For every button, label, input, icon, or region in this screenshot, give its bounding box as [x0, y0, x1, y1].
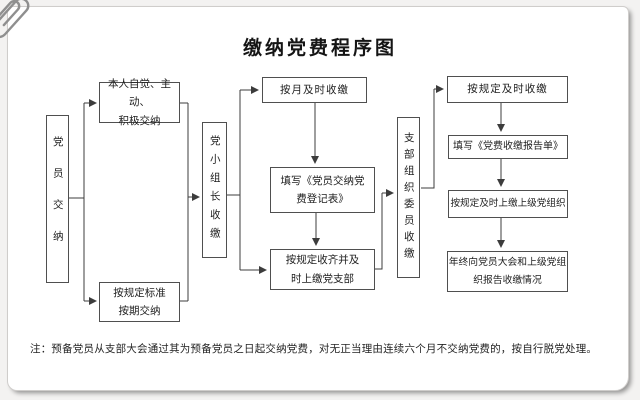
- flow-box-branch-committee-collects: 支部组织委员收缴: [397, 117, 420, 278]
- flow-box-label: 按规定标准 按期交纳: [113, 286, 166, 317]
- page-title: 缴纳党费程序图: [242, 38, 397, 59]
- flow-box-label: 填写《党费收缴报告单》: [453, 141, 563, 153]
- flow-box-monthly-collect: 按月及时收缴: [262, 77, 367, 103]
- flow-box-label: 按月及时收缴: [280, 83, 349, 96]
- flow-box-collect-submit-branch: 按规定收齐并及 时上缴党支部: [270, 249, 375, 290]
- flow-box-fill-member-register: 填写《党员交纳党 费登记表》: [270, 167, 375, 213]
- flow-box-label: 填写《党员交纳党 费登记表》: [280, 174, 365, 205]
- flow-box-fill-fee-report: 填写《党费收缴报告单》: [448, 135, 568, 159]
- flow-box-label: 年终向党员大会和上级党组 织报告收缴情况: [448, 257, 567, 286]
- flow-box-label: 党员交纳: [51, 136, 64, 262]
- flow-box-label: 按规定收齐并及 时上缴党支部: [285, 254, 360, 285]
- paperclip-icon: [0, 0, 30, 39]
- flow-box-party-member-pays: 党员交纳: [46, 115, 69, 283]
- footnote: 注：预备党员从支部大会通过其为预备党员之日起交纳党费，对无正当理由连续六个月不交…: [30, 343, 598, 355]
- flow-box-label: 支部组织委员收缴: [402, 131, 415, 264]
- flow-box-voluntary-pay: 本人自觉、主动、 积极交纳: [99, 78, 180, 127]
- flow-box-standard-pay: 按规定标准 按期交纳: [99, 282, 180, 322]
- flow-box-year-end-report: 年终向党员大会和上级党组 织报告收缴情况: [447, 251, 568, 292]
- flow-box-group-leader-collects: 党小组长收缴: [202, 122, 227, 258]
- flow-box-label: 按规定及时收缴: [467, 83, 548, 96]
- flow-box-label: 党小组长收缴: [208, 134, 221, 246]
- flow-box-submit-higher-org: 按规定及时上缴上级党组织: [448, 190, 568, 218]
- flow-box-collect-per-rules: 按规定及时收缴: [447, 76, 568, 103]
- flow-box-label: 按规定及时上缴上级党组织: [450, 197, 566, 209]
- flow-box-label: 本人自觉、主动、 积极交纳: [108, 77, 171, 127]
